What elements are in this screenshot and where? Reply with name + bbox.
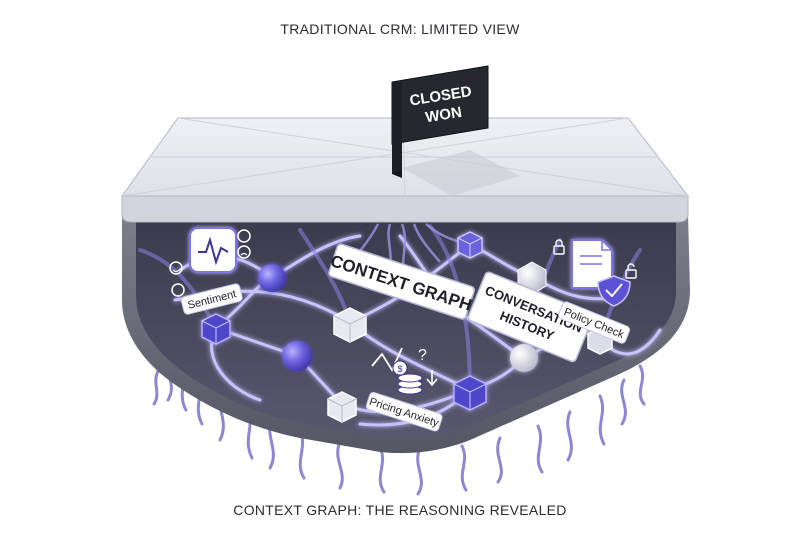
bottom-caption: CONTEXT GRAPH: THE REASONING REVEALED (233, 502, 567, 518)
flag-shadow (402, 150, 520, 196)
cube-node (457, 231, 483, 259)
sphere-node (510, 344, 538, 372)
smile-face-icon (169, 261, 183, 275)
flag-line2: WON (424, 104, 463, 127)
cube-node (453, 375, 487, 411)
sentiment-chart-icon (198, 236, 229, 266)
shield-check-icon (597, 275, 631, 307)
cube-node (201, 313, 231, 345)
sphere-node (282, 341, 312, 371)
sphere-node (258, 264, 286, 292)
hanging-roots (152, 350, 646, 496)
down-arrow-icon (426, 370, 438, 387)
neutral-face-icon (237, 229, 251, 243)
sentiment-panel: Sentiment (169, 227, 251, 315)
frown-face-icon (237, 245, 251, 259)
lock-icon (553, 239, 565, 255)
sad-face-icon (171, 283, 185, 297)
cube-node (333, 307, 367, 343)
closed-won-flag: CLOSED WON (391, 65, 489, 178)
lid-grid-lines (121, 117, 689, 197)
unlock-icon (625, 263, 637, 279)
svg-text:$: $ (397, 364, 402, 374)
cube-node (327, 391, 357, 423)
top-caption: TRADITIONAL CRM: LIMITED VIEW (280, 21, 520, 37)
question-mark-icon: ? (418, 347, 427, 364)
coin-stack-icon: $ (392, 360, 423, 395)
trend-line-icon (371, 347, 403, 372)
box-lid-front (121, 195, 689, 223)
